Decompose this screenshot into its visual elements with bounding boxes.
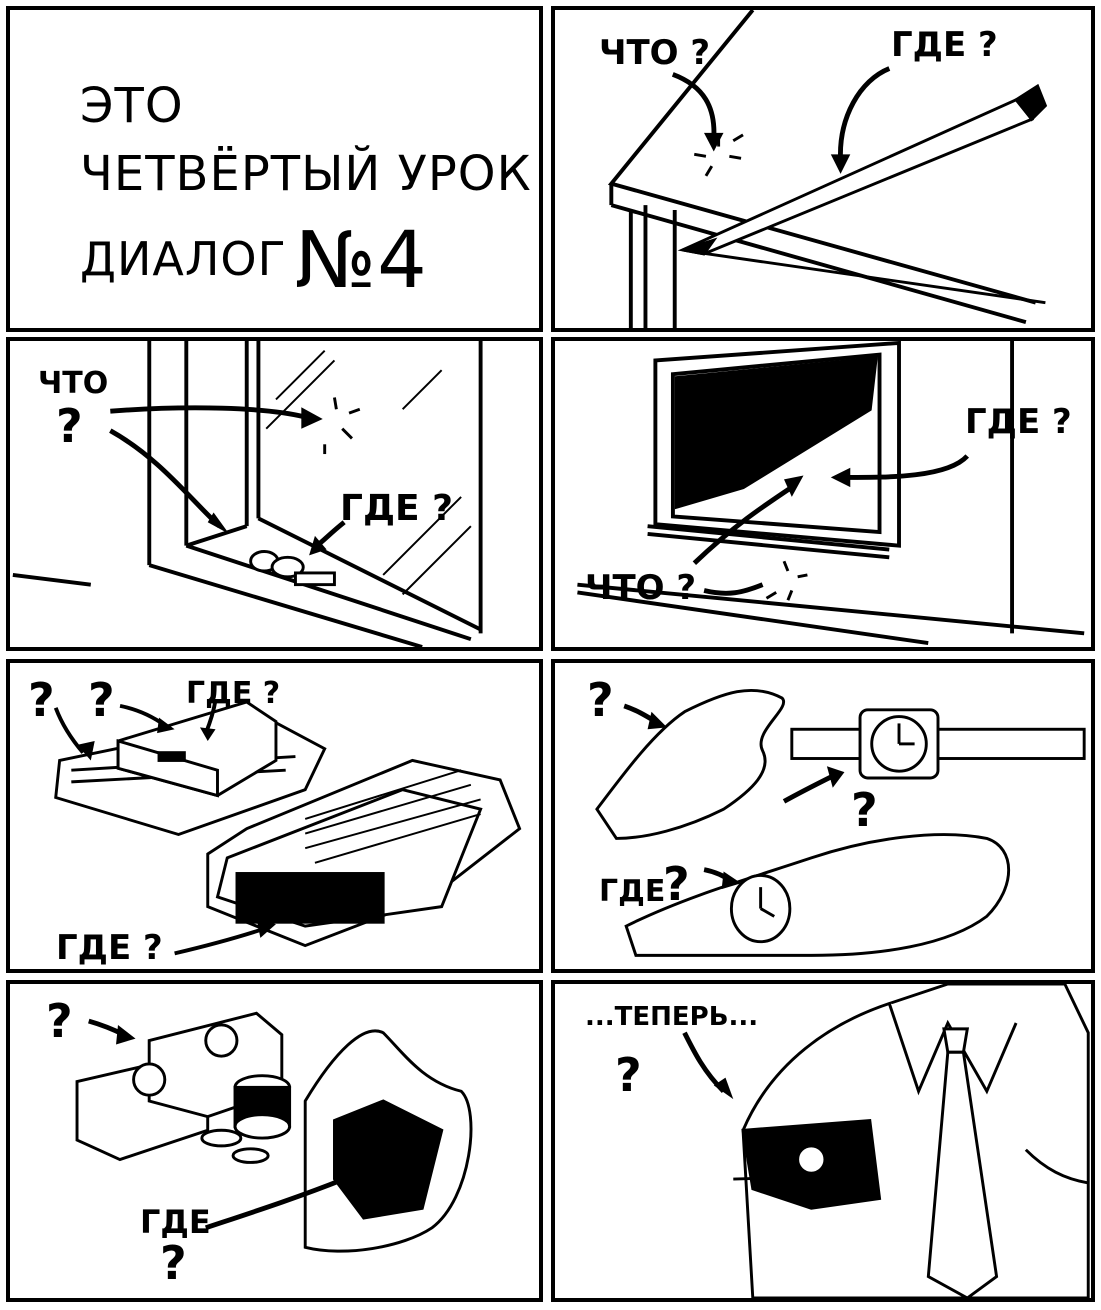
window-icon — [12, 341, 483, 647]
where-label: ГДЕ — [599, 874, 666, 909]
coins-icon — [200, 1074, 292, 1164]
where-question-label: ГДЕ ? — [186, 676, 281, 711]
what-question-label: ЧТО ? — [585, 568, 697, 608]
what-label: ЧТО — [38, 366, 109, 401]
sparkle-icon — [323, 397, 361, 455]
where-label: ГДЕ — [140, 1203, 211, 1241]
question-mark: ? — [88, 673, 115, 727]
question-mark: ? — [851, 783, 878, 837]
title-panel: ЭТО ЧЕТВЁРТЫЙ УРОК ДИАЛОГ №4 — [6, 6, 543, 332]
tie-icon — [926, 1027, 999, 1298]
watch-icon — [790, 708, 1086, 780]
question-mark: ? — [46, 994, 73, 1048]
question-mark: ? — [587, 673, 614, 727]
picture-icon — [647, 341, 901, 560]
picture-illustration — [577, 341, 1085, 646]
where-question-label: ГДЕ ? — [891, 25, 998, 65]
sparkle-icon — [765, 560, 808, 601]
book-newspaper-illustration — [53, 699, 522, 956]
arrow-icon — [682, 1031, 726, 1093]
hand-icon — [624, 833, 1010, 957]
money-icon — [75, 1011, 284, 1162]
title-line-2: ЧЕТВЁРТЫЙ УРОК — [80, 146, 532, 202]
title-line-3-number: №4 — [295, 216, 428, 306]
arrow-icon — [671, 66, 891, 161]
newspaper-icon — [206, 758, 522, 948]
panel-picture-wall: ГДЕ ? ЧТО ? — [551, 337, 1095, 651]
now-label: ...ТЕПЕРЬ... — [585, 1002, 759, 1032]
book-icon — [116, 700, 278, 798]
table-icon — [607, 10, 1037, 328]
table-pencil-illustration — [607, 10, 1048, 328]
panel-table-pencil: ЧТО ? ГДЕ ? — [551, 6, 1095, 332]
panel-window-keys: ЧТО ? ГДЕ ? — [6, 337, 543, 651]
hand-icon — [303, 1029, 473, 1253]
title-line-1: ЭТО — [80, 78, 184, 134]
where-question-label: ГДЕ ? — [56, 928, 163, 968]
panel-shirt-pocket: ...ТЕПЕРЬ... ? — [551, 980, 1095, 1302]
question-mark: ? — [28, 673, 55, 727]
question-mark: ? — [615, 1048, 642, 1102]
arrow-icon — [109, 405, 346, 548]
shirt-illustration — [682, 984, 1090, 1298]
question-mark: ? — [160, 1236, 187, 1290]
where-question-label: ГДЕ ? — [965, 402, 1072, 442]
keys-icon — [249, 550, 336, 587]
hand-icon — [595, 688, 786, 840]
pencil-icon — [677, 83, 1048, 256]
question-mark: ? — [56, 399, 83, 453]
hand-watch-illustration — [595, 688, 1086, 957]
arrow-icon — [692, 454, 970, 596]
what-question-label: ЧТО ? — [599, 33, 711, 73]
title-line-3-label: ДИАЛОГ — [80, 232, 287, 286]
where-question-label: ГДЕ ? — [340, 488, 454, 529]
money-illustration — [75, 1011, 473, 1253]
panel-money: ? ГДЕ ? — [6, 980, 543, 1302]
panel-book-newspaper: ? ? ГДЕ ? ГДЕ ? — [6, 659, 543, 973]
shirt-icon — [741, 984, 1090, 1298]
question-mark: ? — [663, 857, 690, 911]
window-illustration — [12, 341, 483, 647]
panel-hand-watch: ? ? ГДЕ ? — [551, 659, 1095, 973]
watch-icon — [729, 873, 792, 944]
